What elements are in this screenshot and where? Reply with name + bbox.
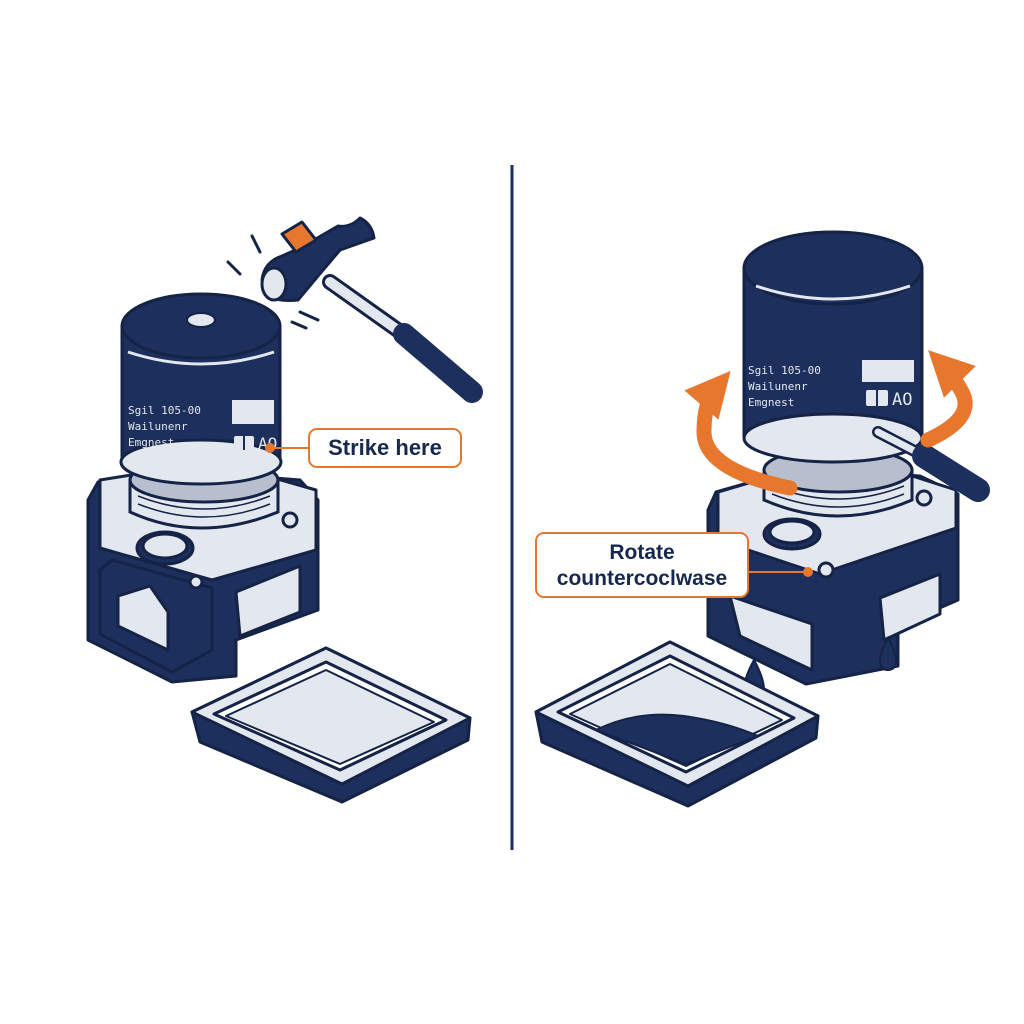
filter-label-line: Wailunenr xyxy=(748,380,808,393)
callout-line: Rotate xyxy=(537,540,747,566)
filter-label-line: Sgil 105-00 xyxy=(128,404,201,417)
oil-filter-left: Sgil 105-00 Wailunenr Emgnest AO xyxy=(121,294,281,484)
oil-filter-right: Sgil 105-00 Wailunenr Emgnest AO xyxy=(744,232,922,462)
filter-label-line: Emgnest xyxy=(128,436,174,449)
rotate-counterclockwise-callout: Rotate countercoclwase xyxy=(535,532,749,598)
callout-anchor-left xyxy=(265,443,275,453)
filter-label-line: Wailunenr xyxy=(128,420,188,433)
filter-label-line: Sgil 105-00 xyxy=(748,364,821,377)
filter-badge: AO xyxy=(892,390,912,410)
hammer-icon xyxy=(262,218,472,392)
strike-here-callout: Strike here xyxy=(308,428,462,468)
callout-anchor-right xyxy=(803,567,813,577)
left-panel: Sgil 105-00 Wailunenr Emgnest AO xyxy=(88,218,472,802)
callout-line: countercoclwase xyxy=(537,566,747,592)
right-panel: Sgil 105-00 Wailunenr Emgnest AO xyxy=(536,232,978,806)
filter-label-line: Emgnest xyxy=(748,396,794,409)
